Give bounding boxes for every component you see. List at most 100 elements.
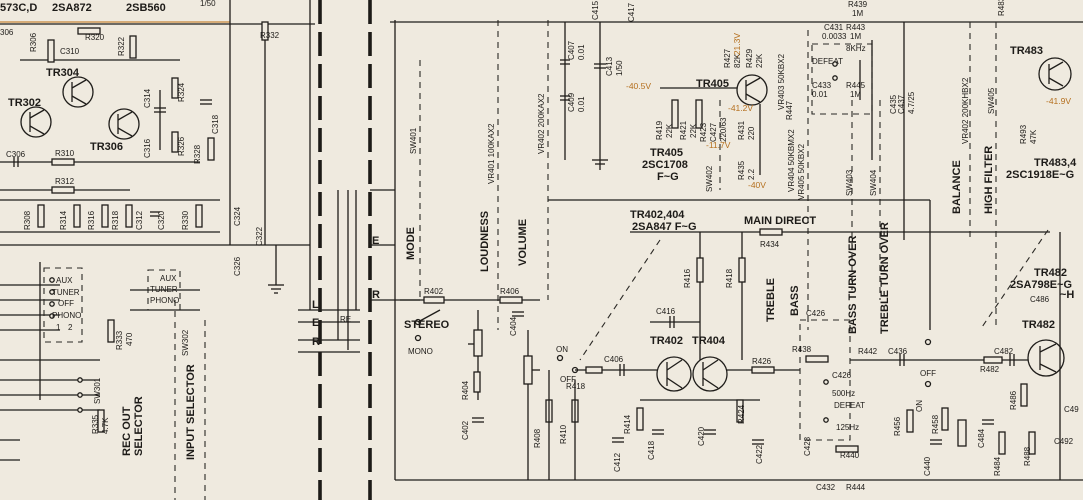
bus-area: L E R RE E R xyxy=(298,0,1083,500)
f125-label: 125Hz xyxy=(836,423,859,432)
sw402-label: SW402 xyxy=(705,165,714,192)
r486-label: R486 xyxy=(1009,390,1018,410)
tr483-part-label: 2SC1918E~G xyxy=(1006,169,1074,181)
c306-label: C306 xyxy=(6,150,26,159)
r484-resistor xyxy=(998,431,1006,455)
defeat2-label: DEFEAT xyxy=(834,401,865,410)
defeat-label: DEFEAT xyxy=(812,57,843,66)
left-stage: R306 C310 R320 R322 R332 TR304 TR302 TR3… xyxy=(0,0,284,294)
r416-resistor xyxy=(696,257,704,283)
vr402-pot xyxy=(523,355,533,385)
r-mark-label: R xyxy=(312,336,320,348)
tr306-label: TR306 xyxy=(90,141,123,153)
r306b-label: R306 xyxy=(29,32,38,52)
r406-resistor xyxy=(499,296,523,304)
c1750-label: 1/50 xyxy=(200,0,216,8)
sw404-label: SW404 xyxy=(869,169,878,196)
r443-value: 1M xyxy=(850,32,861,41)
r445-label: R445 xyxy=(846,81,866,90)
r326-label: R326 xyxy=(177,136,186,156)
c437-value: 4.7/25 xyxy=(907,91,916,114)
c49x-label: C49 xyxy=(1064,405,1079,414)
tr405-symbol xyxy=(736,74,768,106)
volume-block: SW401 VR401 100KAX2 VR402 200KAX2 MODE L… xyxy=(400,0,636,480)
r322-label: R322 xyxy=(117,36,126,56)
r482-label: R482 xyxy=(980,365,1000,374)
off-label: OFF xyxy=(560,375,576,384)
r335-resistor xyxy=(97,409,105,433)
c426b-label: C426 xyxy=(832,371,852,380)
treble-turn-over-label: TREBLE TURN OVER xyxy=(879,222,891,334)
c413-value: 1/50 xyxy=(615,60,624,76)
r333-resistor xyxy=(107,319,115,343)
v-minus40-label: -40V xyxy=(748,180,766,190)
r322-resistor xyxy=(129,35,137,59)
tr482-label: TR482 xyxy=(1034,267,1067,279)
r314-label: R314 xyxy=(59,210,68,230)
r431-label: R431 xyxy=(737,120,746,140)
r442-label: R442 xyxy=(858,347,878,356)
c417-label: C417 xyxy=(627,2,636,22)
e-mark2-label: E xyxy=(372,235,379,247)
v-11-7-label: -11.7V xyxy=(706,140,731,150)
sel-a-tuner: TUNER xyxy=(52,288,80,297)
tr405-part-label: 2SC1708 xyxy=(642,159,688,171)
c322-label: C322 xyxy=(255,226,264,246)
r435-label: R435 xyxy=(737,160,746,180)
c440-label: C440 xyxy=(923,456,932,476)
r429-value: 22K xyxy=(755,53,764,68)
r328-resistor xyxy=(207,137,215,161)
vr402b-label: VR402 200KHBX2 xyxy=(961,77,970,144)
bass-label: BASS xyxy=(789,285,801,316)
c324-label: C324 xyxy=(233,206,242,226)
balance-pot xyxy=(957,419,967,447)
tr304-label: TR304 xyxy=(46,67,80,79)
r416-label: R416 xyxy=(683,268,692,288)
r404-label: R404 xyxy=(461,380,470,400)
sw301-label: SW301 xyxy=(93,377,102,404)
r310-resistor xyxy=(51,158,75,166)
r406-label: R406 xyxy=(500,287,520,296)
c416-label: C416 xyxy=(656,307,676,316)
tr482-part-label: 2SA798E~G xyxy=(1010,279,1072,291)
v-41-2-label: -41.2V xyxy=(728,103,753,113)
rec-out-label: REC OUT xyxy=(121,406,133,456)
r310-label: R310 xyxy=(55,149,75,158)
on2-label: ON xyxy=(915,400,924,412)
f8khz-label: 8KHz xyxy=(846,44,866,53)
c437-label: C437 xyxy=(897,94,906,114)
r434-resistor xyxy=(759,228,783,236)
c486-label: C486 xyxy=(1030,295,1050,304)
input-selector-label: INPUT SELECTOR xyxy=(185,364,197,460)
r439-label: R439 xyxy=(848,0,868,9)
r484-label: R484 xyxy=(993,456,1002,476)
c436-label: C436 xyxy=(888,347,908,356)
r458-resistor xyxy=(941,407,949,431)
sw403-label: SW403 xyxy=(845,169,854,196)
c404-label: C404 xyxy=(509,316,518,336)
c431-value: 0.0033 xyxy=(822,32,847,41)
r306-resistor xyxy=(47,39,55,63)
on-label: ON xyxy=(556,345,568,354)
r493-value: 47K xyxy=(1029,129,1038,144)
bass-turn-over-label: BASS TURN OVER xyxy=(847,236,859,334)
c409-value: 0.01 xyxy=(577,96,586,112)
r324-label: R324 xyxy=(177,82,186,102)
sw401-label: SW401 xyxy=(409,127,418,154)
r330-label: R330 xyxy=(181,210,190,230)
c316-label: C316 xyxy=(143,138,152,158)
f500-label: 500Hz xyxy=(832,389,855,398)
r419-resistor xyxy=(671,99,679,129)
r414-label: R414 xyxy=(623,414,632,434)
c406-label: C406 xyxy=(604,355,624,364)
tr483-symbol xyxy=(1038,57,1072,91)
sel-a-aux: AUX xyxy=(56,276,73,285)
c427-value: 220/63 xyxy=(719,117,728,142)
tr402-label: TR402 xyxy=(650,335,683,347)
c432-label: C432 xyxy=(816,483,836,492)
c409-label: C409 xyxy=(567,92,576,112)
r330-resistor xyxy=(195,204,203,228)
vr404-label: VR404 50KBMX2 xyxy=(787,129,796,192)
r421-label: R421 xyxy=(679,120,688,140)
